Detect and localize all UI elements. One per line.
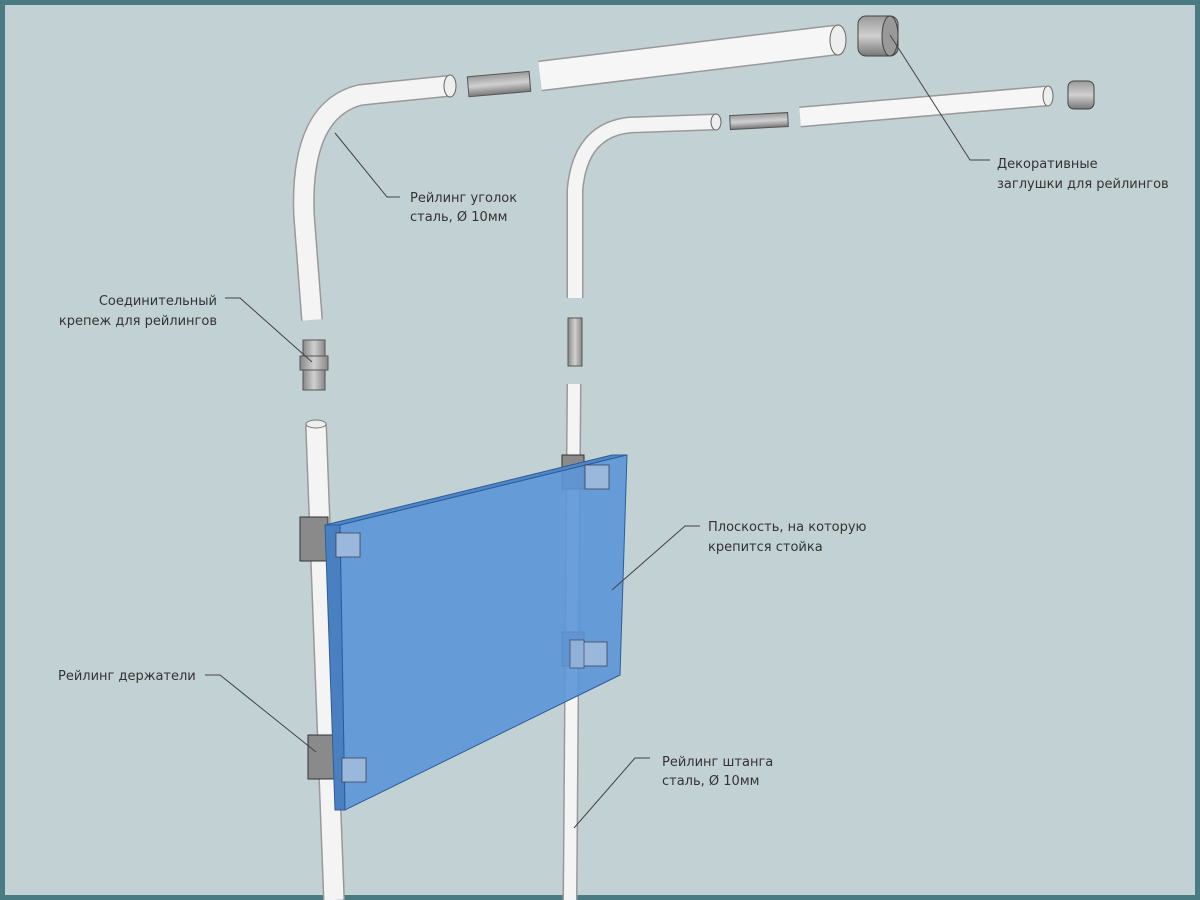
label-line: Соединительный [99, 294, 217, 309]
label-panel: Плоскость, на которую крепится стойка [708, 520, 867, 555]
left-vertical-connector [299, 339, 329, 391]
label-line: Рейлинг держатели [58, 669, 196, 684]
label-corner-rail: Рейлинг уголок сталь, Ø 10мм [410, 191, 517, 225]
label-line: Плоскость, на которую [708, 520, 867, 535]
label-line: заглушки для рейлингов [997, 177, 1169, 192]
label-end-caps: Декоративные заглушки для рейлингов [997, 157, 1169, 192]
label-rod: Рейлинг штанга сталь, Ø 10мм [662, 755, 773, 789]
label-line: сталь, Ø 10мм [410, 210, 507, 225]
label-line: Рейлинг уголок [410, 191, 517, 206]
leader-lines [205, 34, 990, 829]
holder-brackets-front [335, 464, 610, 783]
label-line: Рейлинг штанга [662, 755, 773, 770]
left-rail-connector [466, 70, 532, 98]
label-line: крепится стойка [708, 540, 823, 555]
left-top-tube [538, 24, 847, 92]
label-connector: Соединительный крепеж для рейлингов [59, 294, 217, 329]
canvas-background [5, 5, 1195, 895]
right-vertical-connector [567, 317, 583, 367]
right-top-tube [799, 85, 1054, 128]
right-rail-connector [729, 112, 789, 131]
right-end-cap [1067, 80, 1095, 110]
label-line: сталь, Ø 10мм [662, 774, 759, 789]
left-corner-rail [292, 74, 457, 321]
label-line: крепеж для рейлингов [59, 314, 217, 329]
right-corner-rail [566, 113, 722, 298]
label-line: Декоративные [997, 157, 1098, 172]
mounting-panel [324, 454, 628, 811]
left-end-cap [857, 15, 899, 57]
left-lower-rod [305, 419, 345, 900]
label-holders: Рейлинг держатели [58, 669, 196, 684]
